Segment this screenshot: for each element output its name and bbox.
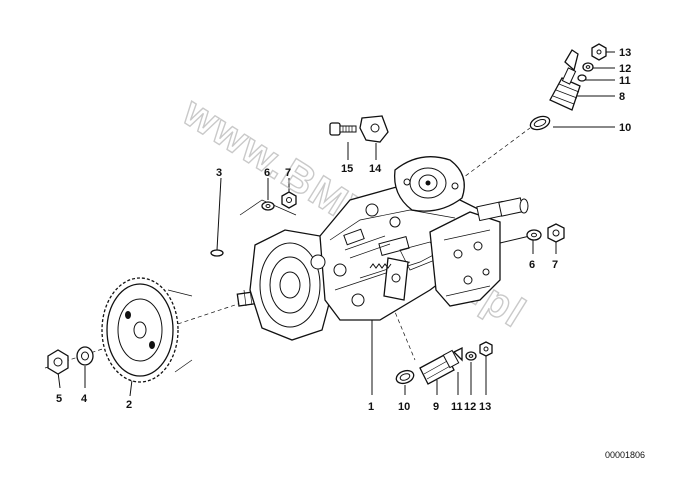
callout-10-lower: 10 [398, 401, 410, 413]
washer-part-12-lower [465, 351, 477, 361]
callout-6-right: 6 [529, 259, 535, 271]
callout-8: 8 [619, 91, 625, 103]
washer-part-6 [261, 201, 275, 211]
callout-12-upper: 12 [619, 63, 631, 75]
callout-9: 9 [433, 401, 439, 413]
callout-14: 14 [369, 163, 382, 175]
callout-11-upper: 11 [619, 75, 631, 87]
nut-part-7 [281, 191, 297, 209]
nut-part-5 [47, 349, 69, 375]
solenoid-valve-part-9 [419, 349, 460, 385]
washer-part-4 [76, 346, 94, 366]
spring-washer-part-11-lower [452, 346, 463, 362]
callout-2: 2 [126, 399, 132, 411]
terminal-part-13-upper [564, 49, 579, 72]
callout-11-lower: 11 [451, 401, 463, 413]
callout-15: 15 [341, 163, 353, 175]
callout-5: 5 [56, 393, 62, 405]
toothed-pulley-part-2 [101, 277, 193, 383]
bolt-part-15 [329, 122, 357, 136]
callout-4: 4 [81, 393, 88, 405]
callout-1: 1 [368, 401, 374, 413]
callout-12-lower: 12 [464, 401, 476, 413]
seal-ring-part-10-upper [529, 115, 551, 131]
callout-10-upper: 10 [619, 122, 631, 134]
washer-part-12-upper [582, 62, 594, 72]
reference-number: 00001806 [605, 450, 645, 460]
washer-part-6-right [526, 229, 542, 241]
bracket-part-14 [359, 115, 389, 143]
callout-7-right: 7 [552, 259, 558, 271]
injection-pump-body [236, 156, 529, 341]
callout-3: 3 [216, 167, 222, 179]
nut-part-13-lower [479, 341, 493, 357]
spring-washer-part-11-upper [577, 74, 587, 82]
callout-13-upper: 13 [619, 47, 631, 59]
solenoid-valve-part-8 [549, 67, 581, 111]
callout-labels: 13 12 11 8 10 3 6 7 15 14 6 7 5 4 2 1 10… [56, 47, 631, 413]
nut-part-7-right [547, 223, 565, 243]
callout-7-upper: 7 [285, 167, 291, 179]
seal-ring-part-10-lower [395, 369, 415, 385]
callout-13-lower: 13 [479, 401, 491, 413]
key-part-3 [210, 249, 224, 257]
callout-6-upper: 6 [264, 167, 270, 179]
nut-part-13-upper [591, 43, 607, 61]
